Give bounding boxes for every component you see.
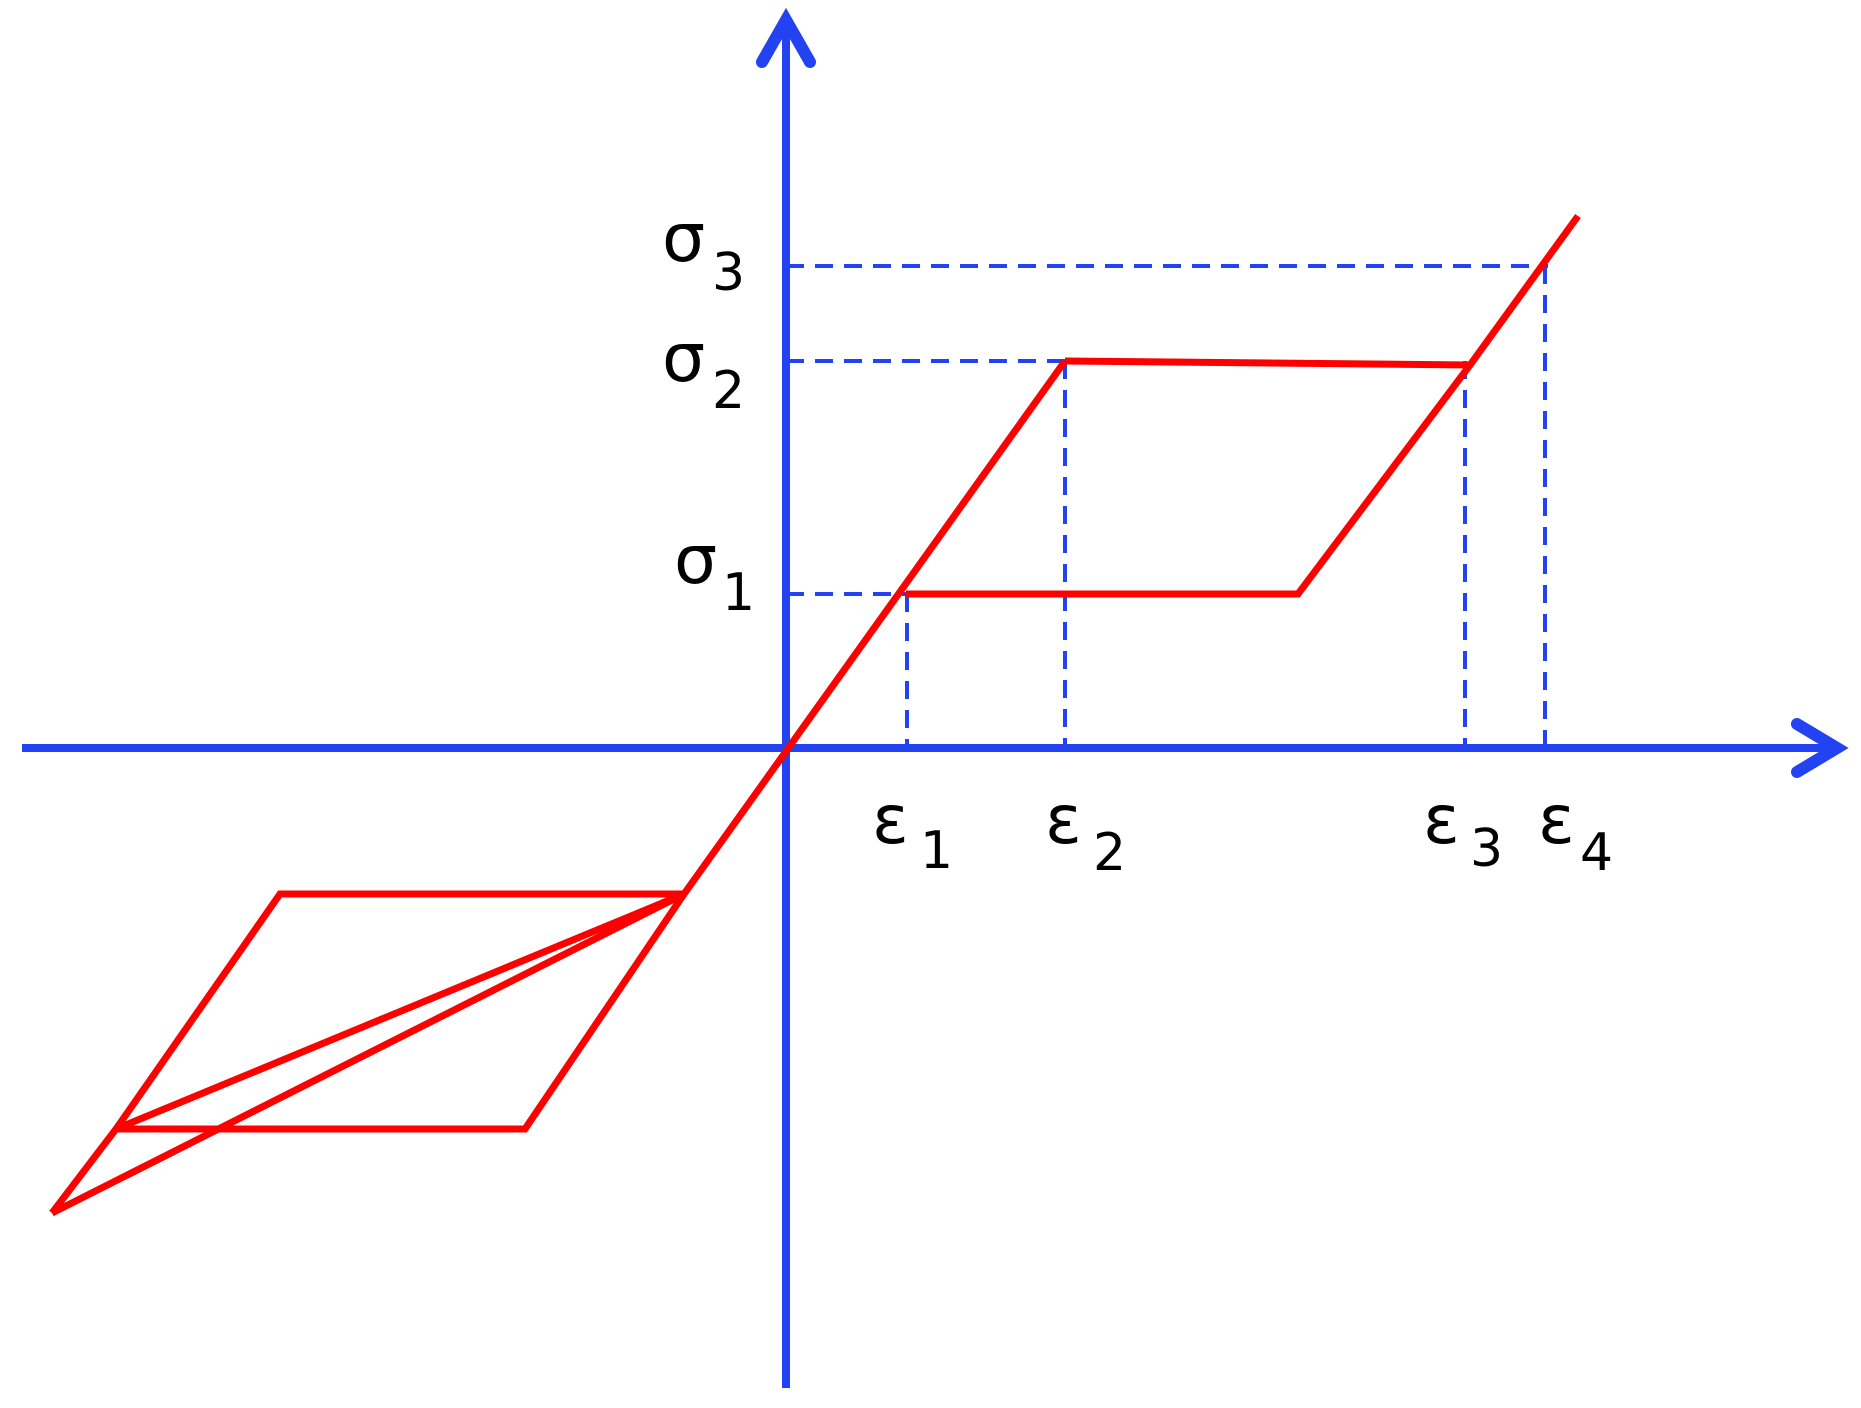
hysteresis-curve: [49, 213, 1581, 1217]
epsilon4-symbol: ε: [1538, 781, 1575, 860]
curve-positive-upper-plateau: [1064, 213, 1581, 369]
curve-positive-lower-loop: [906, 362, 1473, 598]
stress-labels: σ 1 σ 2 σ 3: [662, 199, 755, 623]
sigma3-subscript: 3: [712, 243, 745, 303]
sigma2-subscript: 2: [712, 361, 745, 421]
sigma3-symbol: σ: [662, 199, 705, 278]
epsilon2-subscript: 2: [1093, 823, 1126, 883]
sigma1-symbol: σ: [674, 521, 717, 600]
vertical-axis-arrowhead: [756, 7, 816, 68]
curve-main-diagonal: [49, 358, 1068, 1216]
curve-diagonal-through-origin: [50, 890, 686, 1217]
curve-negative-lower-loop: [116, 892, 687, 1133]
epsilon1-symbol: ε: [872, 781, 909, 860]
epsilon3-subscript: 3: [1470, 819, 1503, 879]
axes: [22, 7, 1849, 1388]
epsilon2-symbol: ε: [1045, 781, 1082, 860]
epsilon3-symbol: ε: [1423, 781, 1460, 860]
epsilon4-subscript: 4: [1580, 823, 1613, 883]
curve-negative-upper-plateau: [113, 890, 685, 1132]
epsilon1-subscript: 1: [920, 821, 953, 881]
sigma2-symbol: σ: [662, 319, 705, 398]
strain-labels: ε 1 ε 2 ε 3 ε 4: [872, 781, 1613, 883]
horizontal-axis-arrowhead: [1791, 718, 1849, 778]
sigma1-subscript: 1: [722, 563, 755, 623]
guide-lines: [786, 264, 1548, 745]
